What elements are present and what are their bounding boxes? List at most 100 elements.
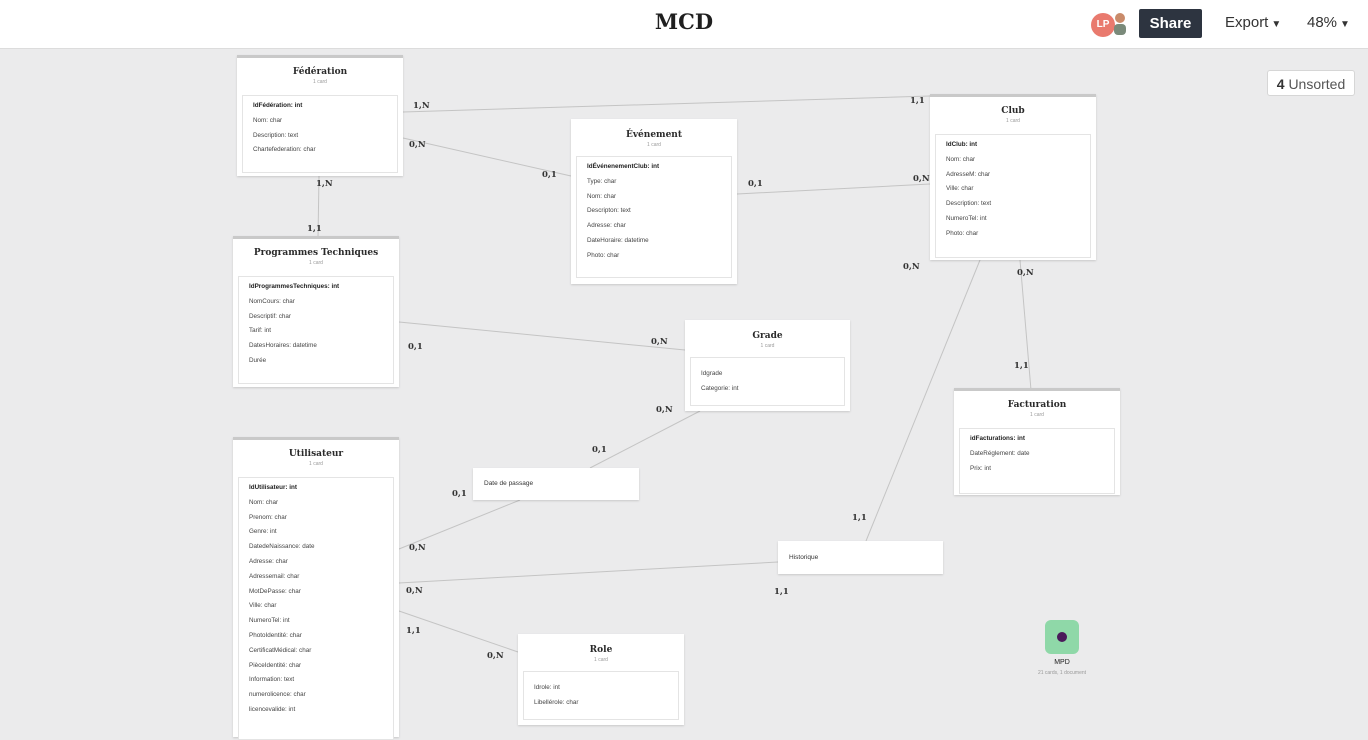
entity-fields: IdProgrammesTechniques: int NomCours: ch… <box>238 276 394 384</box>
cardinality-label: 0,N <box>913 174 930 184</box>
link-programmes-grade <box>398 321 686 351</box>
field: Tarif: int <box>249 327 272 335</box>
entity-card-facturation[interactable]: Facturation 1 card idFacturations: int D… <box>954 388 1120 495</box>
entity-meta: 1 card <box>760 343 775 349</box>
field-primary-key: IdUtilisateur: int <box>249 484 297 491</box>
field: Idgrade <box>701 370 723 377</box>
field: Description: text <box>253 131 299 139</box>
entity-meta: 1 card <box>309 461 323 467</box>
entity-fields: IdFédération: int Nom: char Description:… <box>242 95 398 173</box>
entity-card-programmes-techniques[interactable]: Programmes Techniques 1 card IdProgramme… <box>233 236 399 387</box>
cardinality-label: 0,1 <box>592 445 607 455</box>
field: Photo: char <box>587 251 620 259</box>
field: Nom: char <box>587 192 617 200</box>
entity-fields: IdUtilisateur: int Nom: char Prenom: cha… <box>238 477 394 740</box>
link-club-historique <box>865 259 981 542</box>
field-primary-key: IdClub: int <box>946 141 978 148</box>
field-primary-key: IdFédération: int <box>253 102 303 109</box>
cardinality-label: 0,N <box>651 337 668 347</box>
field: Nom: char <box>946 155 976 163</box>
field: Photo: char <box>946 229 979 237</box>
link-club-facturation <box>1019 259 1032 391</box>
field: Ville: char <box>946 185 974 193</box>
entity-meta: 1 card <box>647 142 661 148</box>
entity-card-club[interactable]: Club 1 card IdClub: int Nom: char Adress… <box>930 94 1096 260</box>
entity-meta: 1 card <box>594 657 608 663</box>
entity-fields: IdÉvénenementClub: int Type: char Nom: c… <box>576 156 732 278</box>
link-datedepassage-utilisateur <box>398 499 521 550</box>
field: Descripton: text <box>587 207 631 215</box>
field: Categorie: int <box>701 384 739 392</box>
field: numerolicence: char <box>249 691 306 699</box>
link-federation-programmes <box>317 175 320 239</box>
entity-card-role[interactable]: Role 1 card Idrole: int Libellérole: cha… <box>518 634 684 725</box>
link-utilisateur-historique <box>398 561 779 584</box>
cardinality-label: 0,N <box>656 405 673 415</box>
entity-card-grade[interactable]: Grade 1 card Idgrade Categorie: int <box>685 320 850 411</box>
document-mpd-icon[interactable] <box>1045 620 1079 654</box>
link-evenement-club <box>736 183 931 195</box>
unsorted-button[interactable]: 4 Unsorted <box>1267 70 1355 96</box>
cardinality-label: 1,1 <box>307 224 322 234</box>
entity-title: Role <box>589 645 613 655</box>
field: Type: char <box>587 177 617 185</box>
field: Durée <box>249 356 267 364</box>
field: AdresseM: char <box>946 170 991 178</box>
entity-title: Programmes Techniques <box>253 248 379 258</box>
field: Adresse: char <box>249 557 288 565</box>
entity-title: Facturation <box>1007 400 1067 410</box>
field: Prix: int <box>970 464 991 472</box>
cardinality-label: 0,1 <box>452 489 467 499</box>
field: NumeroTel: int <box>249 617 290 625</box>
field: DateRéglement: date <box>970 449 1030 457</box>
field: Information: text <box>249 676 295 684</box>
field: MotDePasse: char <box>249 587 301 595</box>
document-mpd-title[interactable]: MPD <box>1054 659 1070 666</box>
field: Ville: char <box>249 602 277 610</box>
field: PièceIdentité: char <box>249 661 302 669</box>
link-federation-club <box>402 95 931 113</box>
field: Nom: char <box>253 116 283 124</box>
field: licencevalide: int <box>249 705 296 713</box>
cardinality-label: 1,N <box>413 101 430 111</box>
share-button[interactable]: Share <box>1139 9 1202 38</box>
association-historique[interactable]: Historique <box>778 541 943 574</box>
entity-title: Club <box>1001 106 1025 116</box>
document-glyph-icon <box>1057 632 1067 642</box>
cardinality-label: 1,N <box>316 179 333 189</box>
cardinality-label: 0,1 <box>542 170 557 180</box>
unsorted-count: 4 <box>1276 76 1285 92</box>
zoom-menu[interactable]: 48%▼ <box>1307 14 1350 31</box>
cardinality-label: 0,1 <box>408 342 423 352</box>
user-avatar[interactable]: LP <box>1091 13 1115 37</box>
entity-card-evenement[interactable]: Événement 1 card IdÉvénenementClub: int … <box>571 119 737 284</box>
field-primary-key: IdÉvénenementClub: int <box>587 163 660 170</box>
unsorted-label: Unsorted <box>1288 76 1346 92</box>
cardinality-label: 1,1 <box>910 96 925 106</box>
field: Idrole: int <box>534 684 560 691</box>
entity-meta: 1 card <box>1030 412 1044 418</box>
entity-meta: 1 card <box>313 79 327 85</box>
entity-fields: Idgrade Categorie: int <box>690 357 845 406</box>
entity-card-utilisateur[interactable]: Utilisateur 1 card IdUtilisateur: int No… <box>233 437 399 740</box>
board-title: MCD <box>654 9 714 34</box>
field-primary-key: idFacturations: int <box>970 435 1025 442</box>
entity-fields: IdClub: int Nom: char AdresseM: char Vil… <box>935 134 1091 258</box>
cardinality-label: 1,1 <box>1014 361 1029 371</box>
field: DatedeNaissance: date <box>249 543 315 551</box>
field: PhotoIdentité: char <box>249 631 302 639</box>
cardinality-label: 0,N <box>487 651 504 661</box>
entity-fields: idFacturations: int DateRéglement: date … <box>959 428 1115 494</box>
cardinality-label: 1,1 <box>406 626 421 636</box>
entity-card-federation[interactable]: Fédération 1 card IdFédération: int Nom:… <box>237 55 403 176</box>
entity-title: Fédération <box>292 67 348 77</box>
export-menu[interactable]: Export▼ <box>1225 14 1281 31</box>
field: Prenom: char <box>249 513 287 521</box>
collaborator-avatar-icon[interactable] <box>1111 11 1129 37</box>
association-date-de-passage[interactable]: Date de passage <box>473 468 639 500</box>
field: Descriptif: char <box>249 312 291 320</box>
cardinality-label: 0,N <box>1017 268 1034 278</box>
entity-meta: 1 card <box>1006 118 1020 124</box>
entity-title: Événement <box>625 130 683 140</box>
